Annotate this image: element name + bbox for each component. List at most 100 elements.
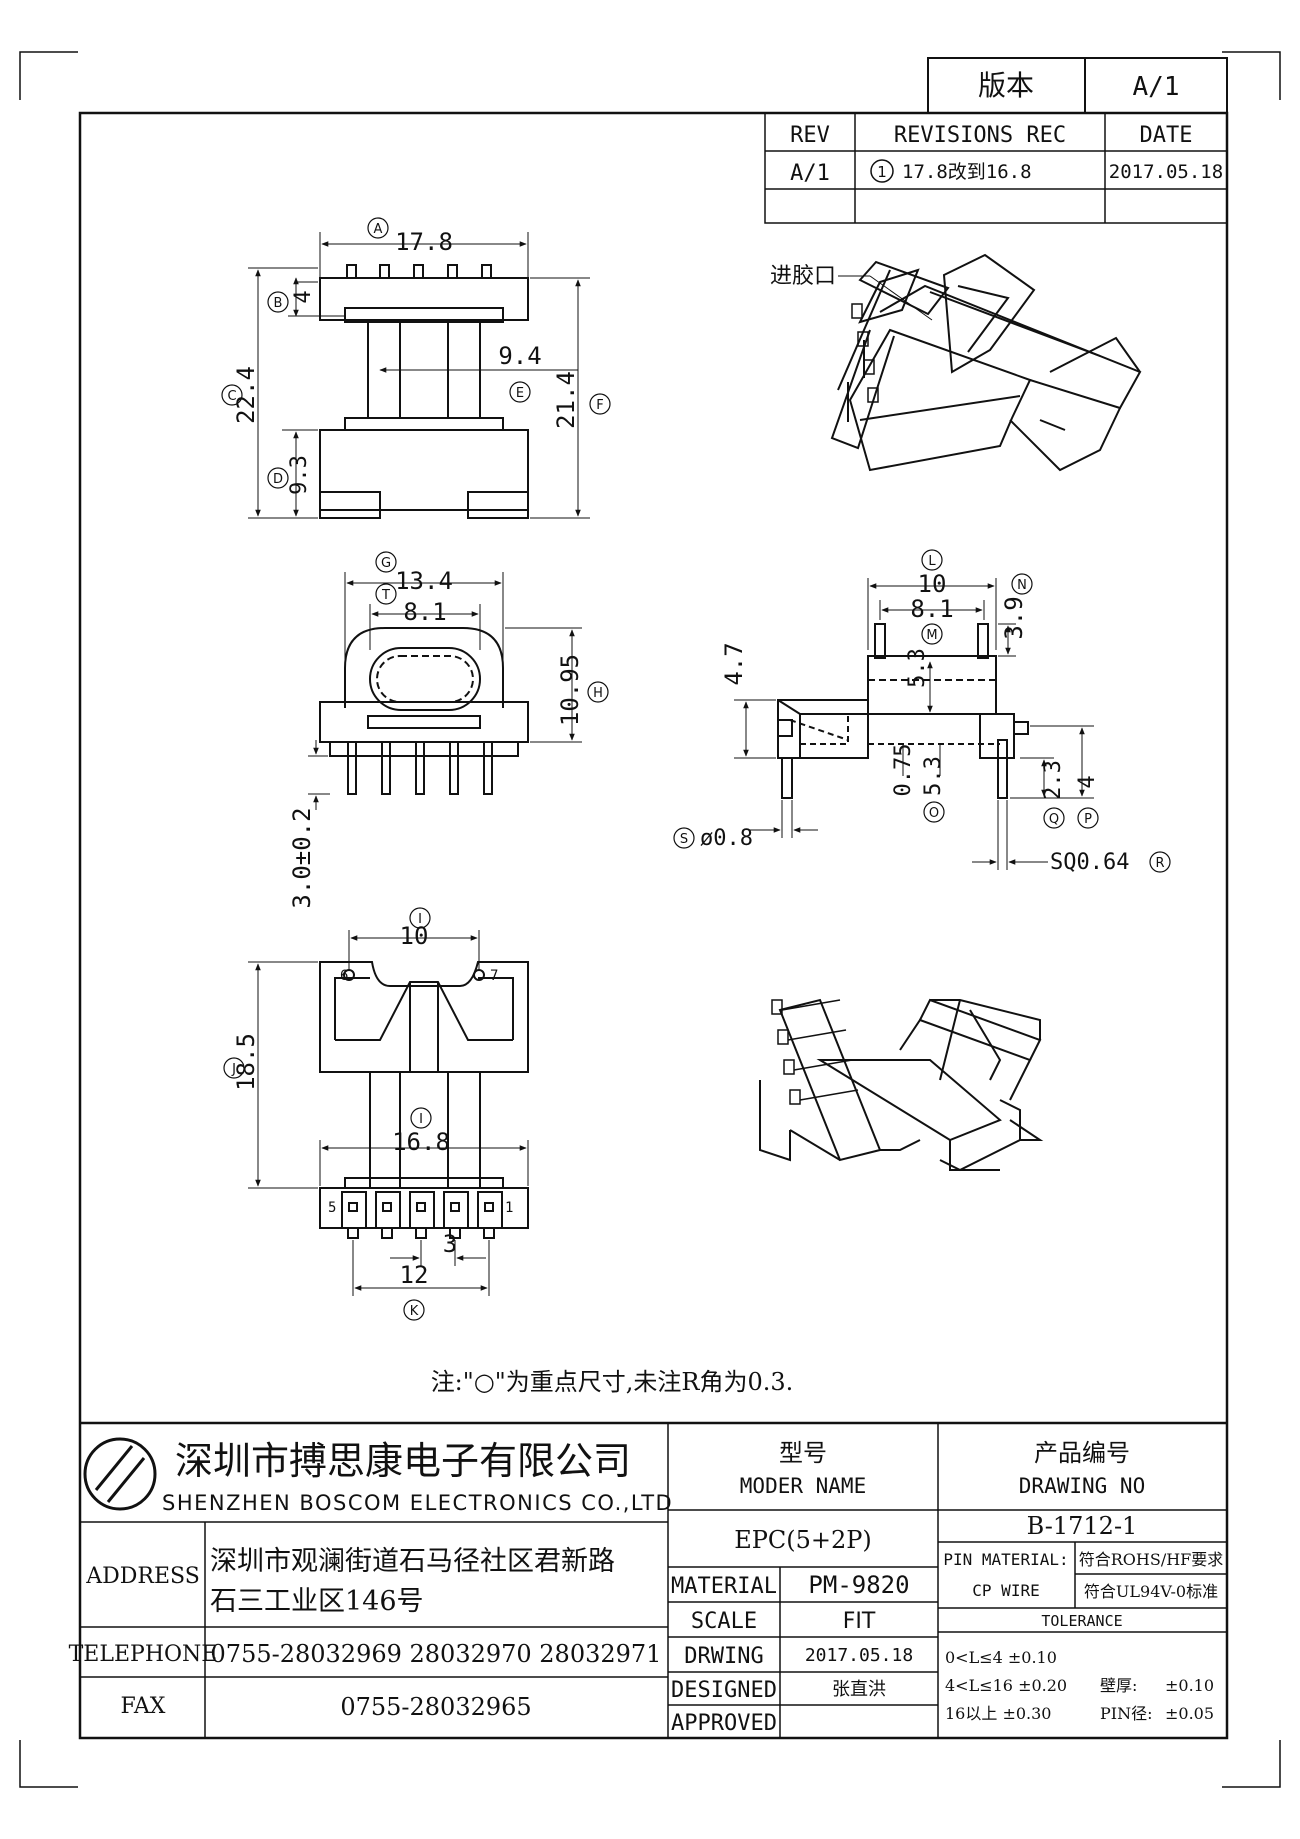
- note: 注:"○"为重点尺寸,未注R角为0.3.: [431, 1368, 794, 1396]
- marker-G: G: [381, 556, 391, 571]
- dim-B: 4: [291, 290, 316, 303]
- model-value: EPC(5+2P): [734, 1526, 872, 1554]
- revision-date: 2017.05.18: [1109, 161, 1223, 183]
- model-label-cn: 型号: [779, 1439, 827, 1467]
- dim-F: 21.4: [552, 371, 580, 429]
- rev-value: A/1: [790, 161, 830, 186]
- tolerance-label: TOLERANCE: [1041, 1612, 1122, 1630]
- marker-L: L: [928, 554, 936, 569]
- top-view: [319, 627, 529, 795]
- pin-material-value: CP WIRE: [972, 1581, 1039, 1600]
- dim-E: 9.4: [498, 342, 541, 370]
- version-box: 版本 A/1: [927, 57, 1228, 114]
- sheet-border: [78, 111, 1229, 1740]
- marker-R: R: [1155, 856, 1164, 871]
- marker-T: T: [381, 588, 390, 603]
- telephone-label: TELEPHONE: [69, 1642, 218, 1667]
- address-label: ADDRESS: [85, 1564, 200, 1589]
- marker-N: N: [1017, 578, 1027, 593]
- rev-header: REV: [790, 123, 830, 148]
- dim-D: 9.3: [287, 455, 312, 495]
- dim-K: 12: [400, 1261, 429, 1289]
- drwing-label: DRWING: [684, 1644, 763, 1669]
- dim-J: 18.5: [232, 1033, 260, 1091]
- scale-value: FIT: [843, 1609, 876, 1634]
- front-view: [319, 264, 529, 519]
- injection-label: 进胶口: [770, 264, 836, 289]
- marker-I-top: I: [418, 912, 422, 927]
- tolerance-range-2: 4<L≤16 ±0.20: [945, 1676, 1067, 1695]
- marker-H: H: [593, 686, 603, 701]
- dim-side-h2: 5.3: [905, 648, 930, 688]
- crop-marks: [19, 51, 1281, 1788]
- title-block-grid: [80, 1421, 1227, 1738]
- date-header: DATE: [1140, 123, 1193, 148]
- approved-label: APPROVED: [671, 1711, 777, 1736]
- dim-side-075: 0.75: [891, 744, 916, 797]
- version-label: 版本: [978, 69, 1034, 102]
- marker-Q: Q: [1049, 812, 1059, 827]
- company-name-cn: 深圳市搏思康电子有限公司: [175, 1439, 631, 1483]
- material-label: MATERIAL: [671, 1574, 777, 1599]
- marker-J: J: [231, 1062, 236, 1077]
- marker-O: O: [929, 806, 939, 821]
- version-value: A/1: [1133, 72, 1180, 102]
- marker-A: A: [374, 222, 383, 237]
- telephone-value: 0755-28032969 28032970 28032971: [211, 1640, 662, 1668]
- dim-R: SQ0.64: [1050, 850, 1129, 875]
- pin-diameter-value: ±0.05: [1165, 1704, 1214, 1723]
- marker-C: C: [227, 389, 236, 404]
- company-logo: [83, 1437, 157, 1511]
- pin-diameter-label: PIN径:: [1100, 1704, 1152, 1723]
- wall-thickness-value: ±0.10: [1165, 1676, 1214, 1695]
- address-line1: 深圳市观澜街道石马径社区君新路: [210, 1546, 615, 1577]
- company-name-en: SHENZHEN BOSCOM ELECTRONICS CO.,LTD: [162, 1491, 673, 1515]
- marker-F: F: [596, 398, 603, 413]
- marker-B: B: [274, 296, 283, 311]
- drwing-value: 2017.05.18: [805, 1645, 913, 1666]
- tolerance-range-3: 16以上 ±0.30: [945, 1704, 1051, 1723]
- rohs-note: 符合ROHS/HF要求: [1079, 1550, 1224, 1569]
- dim-T: 8.1: [403, 598, 446, 626]
- pin-number-6: 6: [340, 968, 348, 984]
- ul-note: 符合UL94V-0标准: [1084, 1582, 1218, 1601]
- dim-G: 13.4: [395, 567, 453, 595]
- drawing-no-label-en: DRAWING NO: [1019, 1474, 1145, 1498]
- dim-P: 4: [1075, 775, 1100, 788]
- material-value: PM-9820: [808, 1571, 909, 1599]
- pin-material-label: PIN MATERIAL:: [943, 1550, 1068, 1569]
- dim-O: 5.3: [921, 756, 946, 796]
- tolerance-range-1: 0<L≤4 ±0.10: [945, 1648, 1057, 1667]
- designed-label: DESIGNED: [671, 1678, 777, 1703]
- dim-L: 10: [918, 570, 947, 598]
- side-view: [777, 623, 1029, 799]
- pin-number-7: 7: [490, 968, 498, 984]
- scale-label: SCALE: [691, 1609, 757, 1634]
- dim-H: 10.95: [556, 654, 584, 726]
- marker-M: M: [926, 628, 937, 643]
- dim-pitch: 3: [443, 1230, 457, 1258]
- iso-view-bottom: [759, 998, 1044, 1172]
- pin-number-1: 1: [505, 1200, 513, 1216]
- fax-label: FAX: [121, 1694, 166, 1719]
- wall-thickness-label: 壁厚:: [1100, 1676, 1137, 1695]
- dim-N: 3.9: [1000, 596, 1028, 639]
- marker-K: K: [410, 1304, 419, 1319]
- marker-I-bottom: I: [419, 1112, 423, 1127]
- dim-M: 8.1: [910, 595, 953, 623]
- pin-number-5: 5: [328, 1200, 336, 1216]
- revision-marker: 1: [877, 163, 887, 181]
- marker-S: S: [680, 832, 688, 847]
- iso-view-top: [830, 253, 1142, 472]
- dim-S: ø0.8: [700, 826, 753, 851]
- dim-C: 22.4: [232, 366, 260, 424]
- marker-E: E: [516, 386, 524, 401]
- dim-A: 17.8: [395, 228, 453, 256]
- marker-D: D: [273, 472, 283, 487]
- revisions-rec-header: REVISIONS REC: [894, 123, 1066, 148]
- revision-table: REV REVISIONS REC DATE A/1 1 17.8改到16.8 …: [764, 112, 1228, 224]
- fax-value: 0755-28032965: [340, 1693, 531, 1721]
- dim-side-h1: 4.7: [720, 642, 748, 685]
- dim-pin-length: 3.0±0.2: [288, 807, 316, 908]
